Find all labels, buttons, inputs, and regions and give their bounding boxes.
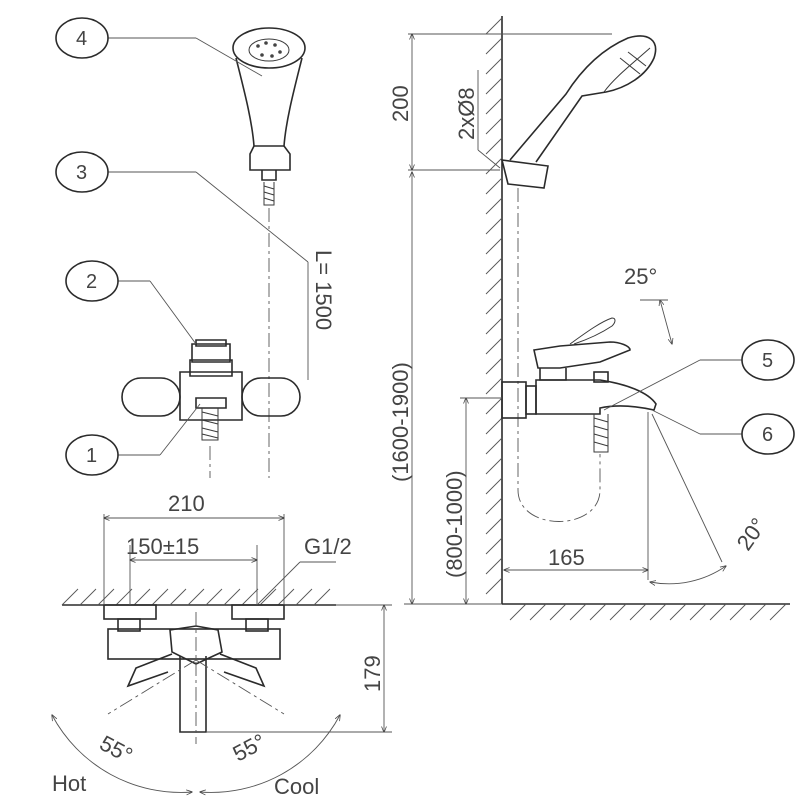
hand-shower xyxy=(232,27,306,206)
callout-5: 5 xyxy=(741,339,795,381)
callout-6-number: 6 xyxy=(762,424,773,446)
callout-3-number: 3 xyxy=(76,162,87,184)
thread-label: G1/2 xyxy=(304,534,352,559)
callout-2: 2 xyxy=(65,260,119,302)
shower-height-dimension: 200 xyxy=(388,34,612,170)
callout-6: 6 xyxy=(741,413,795,455)
side-wall xyxy=(485,16,790,621)
callout-2-number: 2 xyxy=(86,271,97,293)
callout-4: 4 xyxy=(55,17,109,59)
lever-angle-label: 25° xyxy=(624,264,657,289)
holes-label: 2xØ8 xyxy=(454,87,479,140)
mount-height-dimension: (1600-1900) xyxy=(388,172,502,604)
callout-1: 1 xyxy=(65,434,119,476)
callout-3: 3 xyxy=(55,151,109,193)
spout-reach-dimension: 165 xyxy=(504,412,648,580)
callout-5-leader xyxy=(603,359,701,411)
shower-side-view xyxy=(500,35,657,189)
spout-height-label: (800-1000) xyxy=(442,470,467,578)
cool-angle-arc xyxy=(200,715,340,792)
hot-angle-arc xyxy=(52,715,192,792)
mixer-side-view xyxy=(501,317,657,453)
callout-1-number: 1 xyxy=(86,445,97,467)
spout-height-dimension: (800-1000) xyxy=(442,398,502,604)
shower-height-label: 200 xyxy=(388,85,413,122)
spout-reach-label: 165 xyxy=(548,545,585,570)
thread-leader xyxy=(257,561,301,605)
mixer-front-view xyxy=(121,339,301,441)
cool-label: Cool xyxy=(274,774,319,799)
callout-6-leader xyxy=(651,409,701,435)
callout-5-number: 5 xyxy=(762,350,773,372)
holes-dimension: 2xØ8 xyxy=(454,70,501,169)
hose-length-label: L= 1500 xyxy=(311,250,336,330)
mount-height-label: (1600-1900) xyxy=(388,362,413,482)
hose-length-dimension: L= 1500 xyxy=(108,171,336,380)
width-total-label: 210 xyxy=(168,491,205,516)
center-spacing-label: 150±15 xyxy=(126,534,199,559)
hot-label: Hot xyxy=(52,771,86,796)
depth-label: 179 xyxy=(360,655,385,692)
hose-path xyxy=(517,188,601,522)
callout-4-number: 4 xyxy=(76,28,87,50)
width-dimensions: 210 150±15 xyxy=(104,491,284,605)
